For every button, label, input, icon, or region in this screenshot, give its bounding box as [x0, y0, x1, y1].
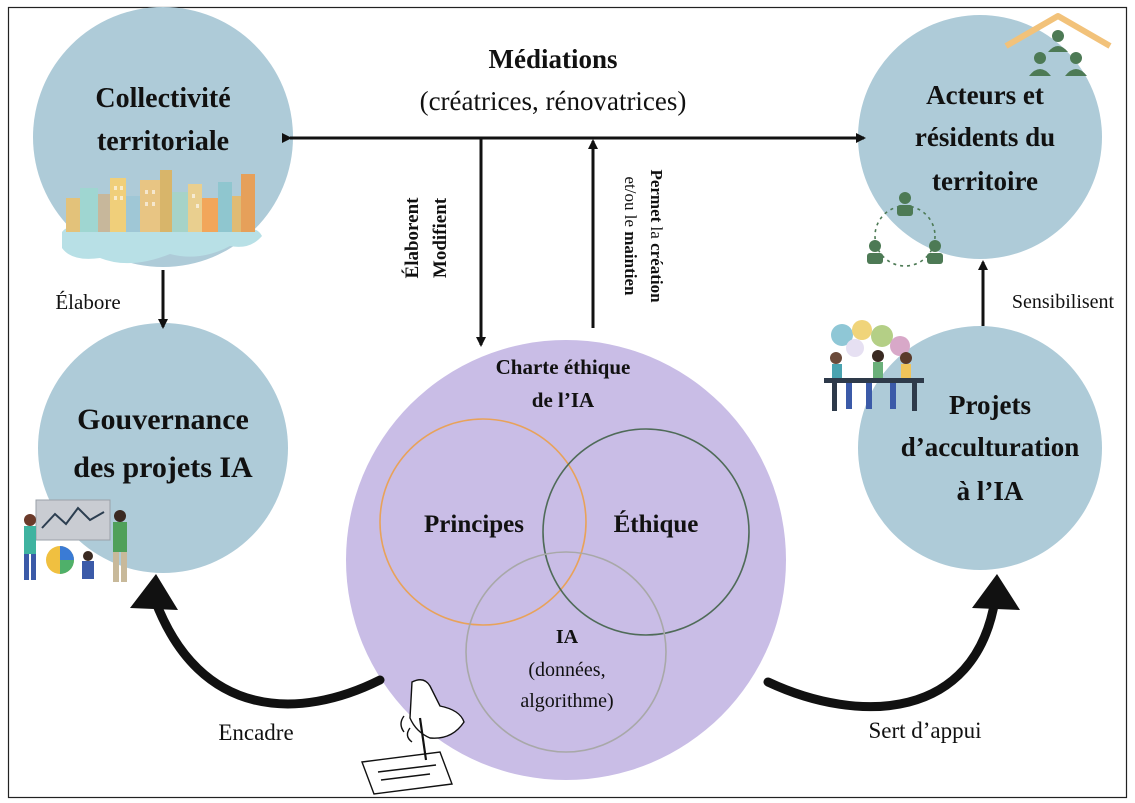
gouvernance-label-1: Gouvernance	[77, 403, 249, 436]
permet-label-1: Permet la création	[647, 169, 666, 303]
sert-appui-arrowhead	[972, 574, 1020, 610]
community-roof-icon	[1004, 13, 1112, 76]
venn-ia-label-1: IA	[556, 626, 579, 648]
acteurs-label-1: Acteurs et	[926, 80, 1044, 110]
venn-ia-label-3: algorithme)	[520, 690, 613, 712]
city-skyline-icon	[62, 170, 262, 264]
venn-principes-label: Principes	[424, 511, 524, 538]
projets-label-1: Projets	[949, 390, 1031, 420]
acteurs-label-3: territoire	[932, 166, 1038, 196]
acteurs-label-2: résidents du	[915, 122, 1055, 152]
sensibilisent-label: Sensibilisent	[1012, 291, 1115, 313]
collectivite-label-1: Collectivité	[95, 83, 230, 114]
charte-circle	[346, 340, 786, 780]
mediations-subtitle: (créatrices, rénovatrices)	[420, 86, 687, 116]
encadre-arrowhead	[130, 574, 178, 610]
charte-label-2: de l’IA	[532, 388, 595, 412]
collectivite-label-2: territoriale	[97, 126, 229, 157]
projets-label-3: à l’IA	[957, 476, 1024, 506]
mediations-title: Médiations	[488, 44, 617, 74]
venn-ia-label-2: (données,	[528, 659, 605, 681]
encadre-label: Encadre	[218, 720, 293, 745]
modifient-label: Modifient	[430, 197, 451, 278]
venn-ethique-label: Éthique	[614, 510, 699, 538]
venn-ia-ring	[465, 551, 667, 753]
projets-label-2: d’acculturation	[901, 432, 1080, 462]
team-analytics-icon	[24, 499, 127, 582]
permet-label-2: et/ou le maintien	[621, 177, 640, 297]
venn-ethique-ring	[542, 428, 750, 636]
people-network-icon	[867, 192, 943, 267]
gouvernance-label-2: des projets IA	[73, 451, 253, 484]
discussion-group-icon	[824, 320, 924, 411]
sert-appui-arrow	[763, 595, 1000, 712]
diagram-frame	[7, 6, 1128, 799]
elaborent-label: Élaborent	[401, 197, 423, 279]
projets-circle	[858, 326, 1102, 570]
sert-appui-label: Sert d’appui	[868, 718, 981, 743]
charte-label-1: Charte éthique	[496, 355, 631, 379]
encadre-arrow	[150, 595, 385, 709]
venn-principes-ring	[379, 418, 587, 626]
elabore-label: Élabore	[55, 290, 120, 314]
hand-signing-icon	[361, 679, 465, 795]
